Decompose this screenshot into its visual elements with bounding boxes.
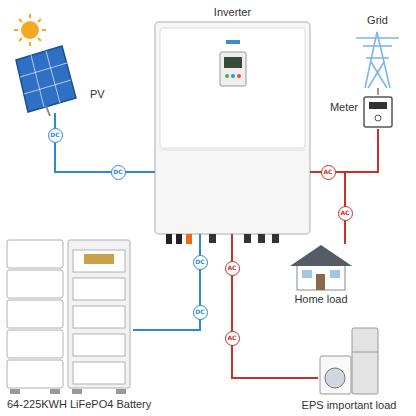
- wire-line: [232, 234, 318, 378]
- wire-line: [377, 88, 379, 95]
- wire-line: [55, 113, 155, 172]
- component-node: EPS important load: [318, 326, 380, 396]
- inverter-panel: [220, 52, 246, 86]
- cable-glands: [166, 234, 279, 244]
- status-led: [225, 74, 229, 78]
- house-door: [316, 274, 325, 290]
- house-roof: [290, 245, 352, 266]
- current-type-tag: DC: [48, 128, 63, 143]
- panel-stand: [46, 106, 50, 116]
- grid-tower: [356, 32, 399, 88]
- component-label: Home load: [294, 293, 347, 306]
- current-type-tag: DC: [193, 255, 208, 270]
- current-type-tag: DC: [193, 305, 208, 320]
- fridge: [352, 328, 378, 394]
- inverter-screen: [224, 57, 242, 68]
- inverter-body: [155, 22, 310, 234]
- battery-modules: [7, 240, 130, 388]
- rack-feet: [10, 389, 126, 394]
- wire-connector: [55, 113, 155, 172]
- inverter-front: [160, 28, 305, 148]
- sun-icon: [14, 14, 46, 46]
- component-node: Grid: [355, 30, 400, 88]
- meter-body: [364, 97, 392, 127]
- component-node: 64-225KWH LiFePO4 Battery: [5, 238, 133, 396]
- component-label: Inverter: [214, 6, 251, 19]
- component-label: Grid: [367, 14, 388, 27]
- component-label: 64-225KWH LiFePO4 Battery: [7, 398, 151, 411]
- appliance-icons: [320, 328, 378, 394]
- component-node: Home load: [290, 244, 352, 290]
- inverter-seam: [160, 150, 305, 151]
- wire-connector: [310, 129, 378, 172]
- wire-connector: [232, 234, 318, 378]
- meter-dial: [375, 115, 381, 121]
- house-wall: [297, 264, 345, 290]
- washer: [320, 356, 351, 394]
- washer-door: [325, 368, 345, 388]
- meter-icon: [364, 97, 392, 127]
- current-type-tag: AC: [338, 206, 353, 221]
- wire-line: [310, 129, 378, 172]
- brand-mark: [226, 40, 240, 44]
- component-label: EPS important load: [302, 399, 397, 412]
- sun-disc: [21, 21, 39, 39]
- component-label: Meter: [330, 101, 358, 114]
- current-type-tag: AC: [225, 331, 240, 346]
- status-led: [237, 74, 241, 78]
- current-type-tag: AC: [321, 165, 336, 180]
- house-icon: [290, 245, 352, 290]
- current-type-tag: AC: [225, 261, 240, 276]
- current-type-tag: DC: [111, 165, 126, 180]
- sun-rays: [14, 14, 46, 46]
- wire-connector: [133, 234, 200, 330]
- inverter-unit: [155, 22, 310, 244]
- bms-unit: [84, 254, 114, 264]
- meter-display: [369, 102, 387, 109]
- panel-grid: [20, 51, 71, 107]
- component-node: Meter: [362, 95, 394, 129]
- wire-line: [133, 234, 200, 330]
- battery-rack: [7, 240, 130, 394]
- component-label: PV: [90, 88, 105, 101]
- house-window: [302, 270, 312, 278]
- component-node: Inverter: [155, 22, 310, 234]
- solar-panel: [16, 46, 76, 116]
- panel-body: [16, 46, 76, 112]
- fridge-door-line: [352, 352, 378, 353]
- component-node: PV: [8, 38, 78, 113]
- wire-connector: [378, 88, 379, 95]
- status-led: [231, 74, 235, 78]
- house-window: [330, 270, 340, 278]
